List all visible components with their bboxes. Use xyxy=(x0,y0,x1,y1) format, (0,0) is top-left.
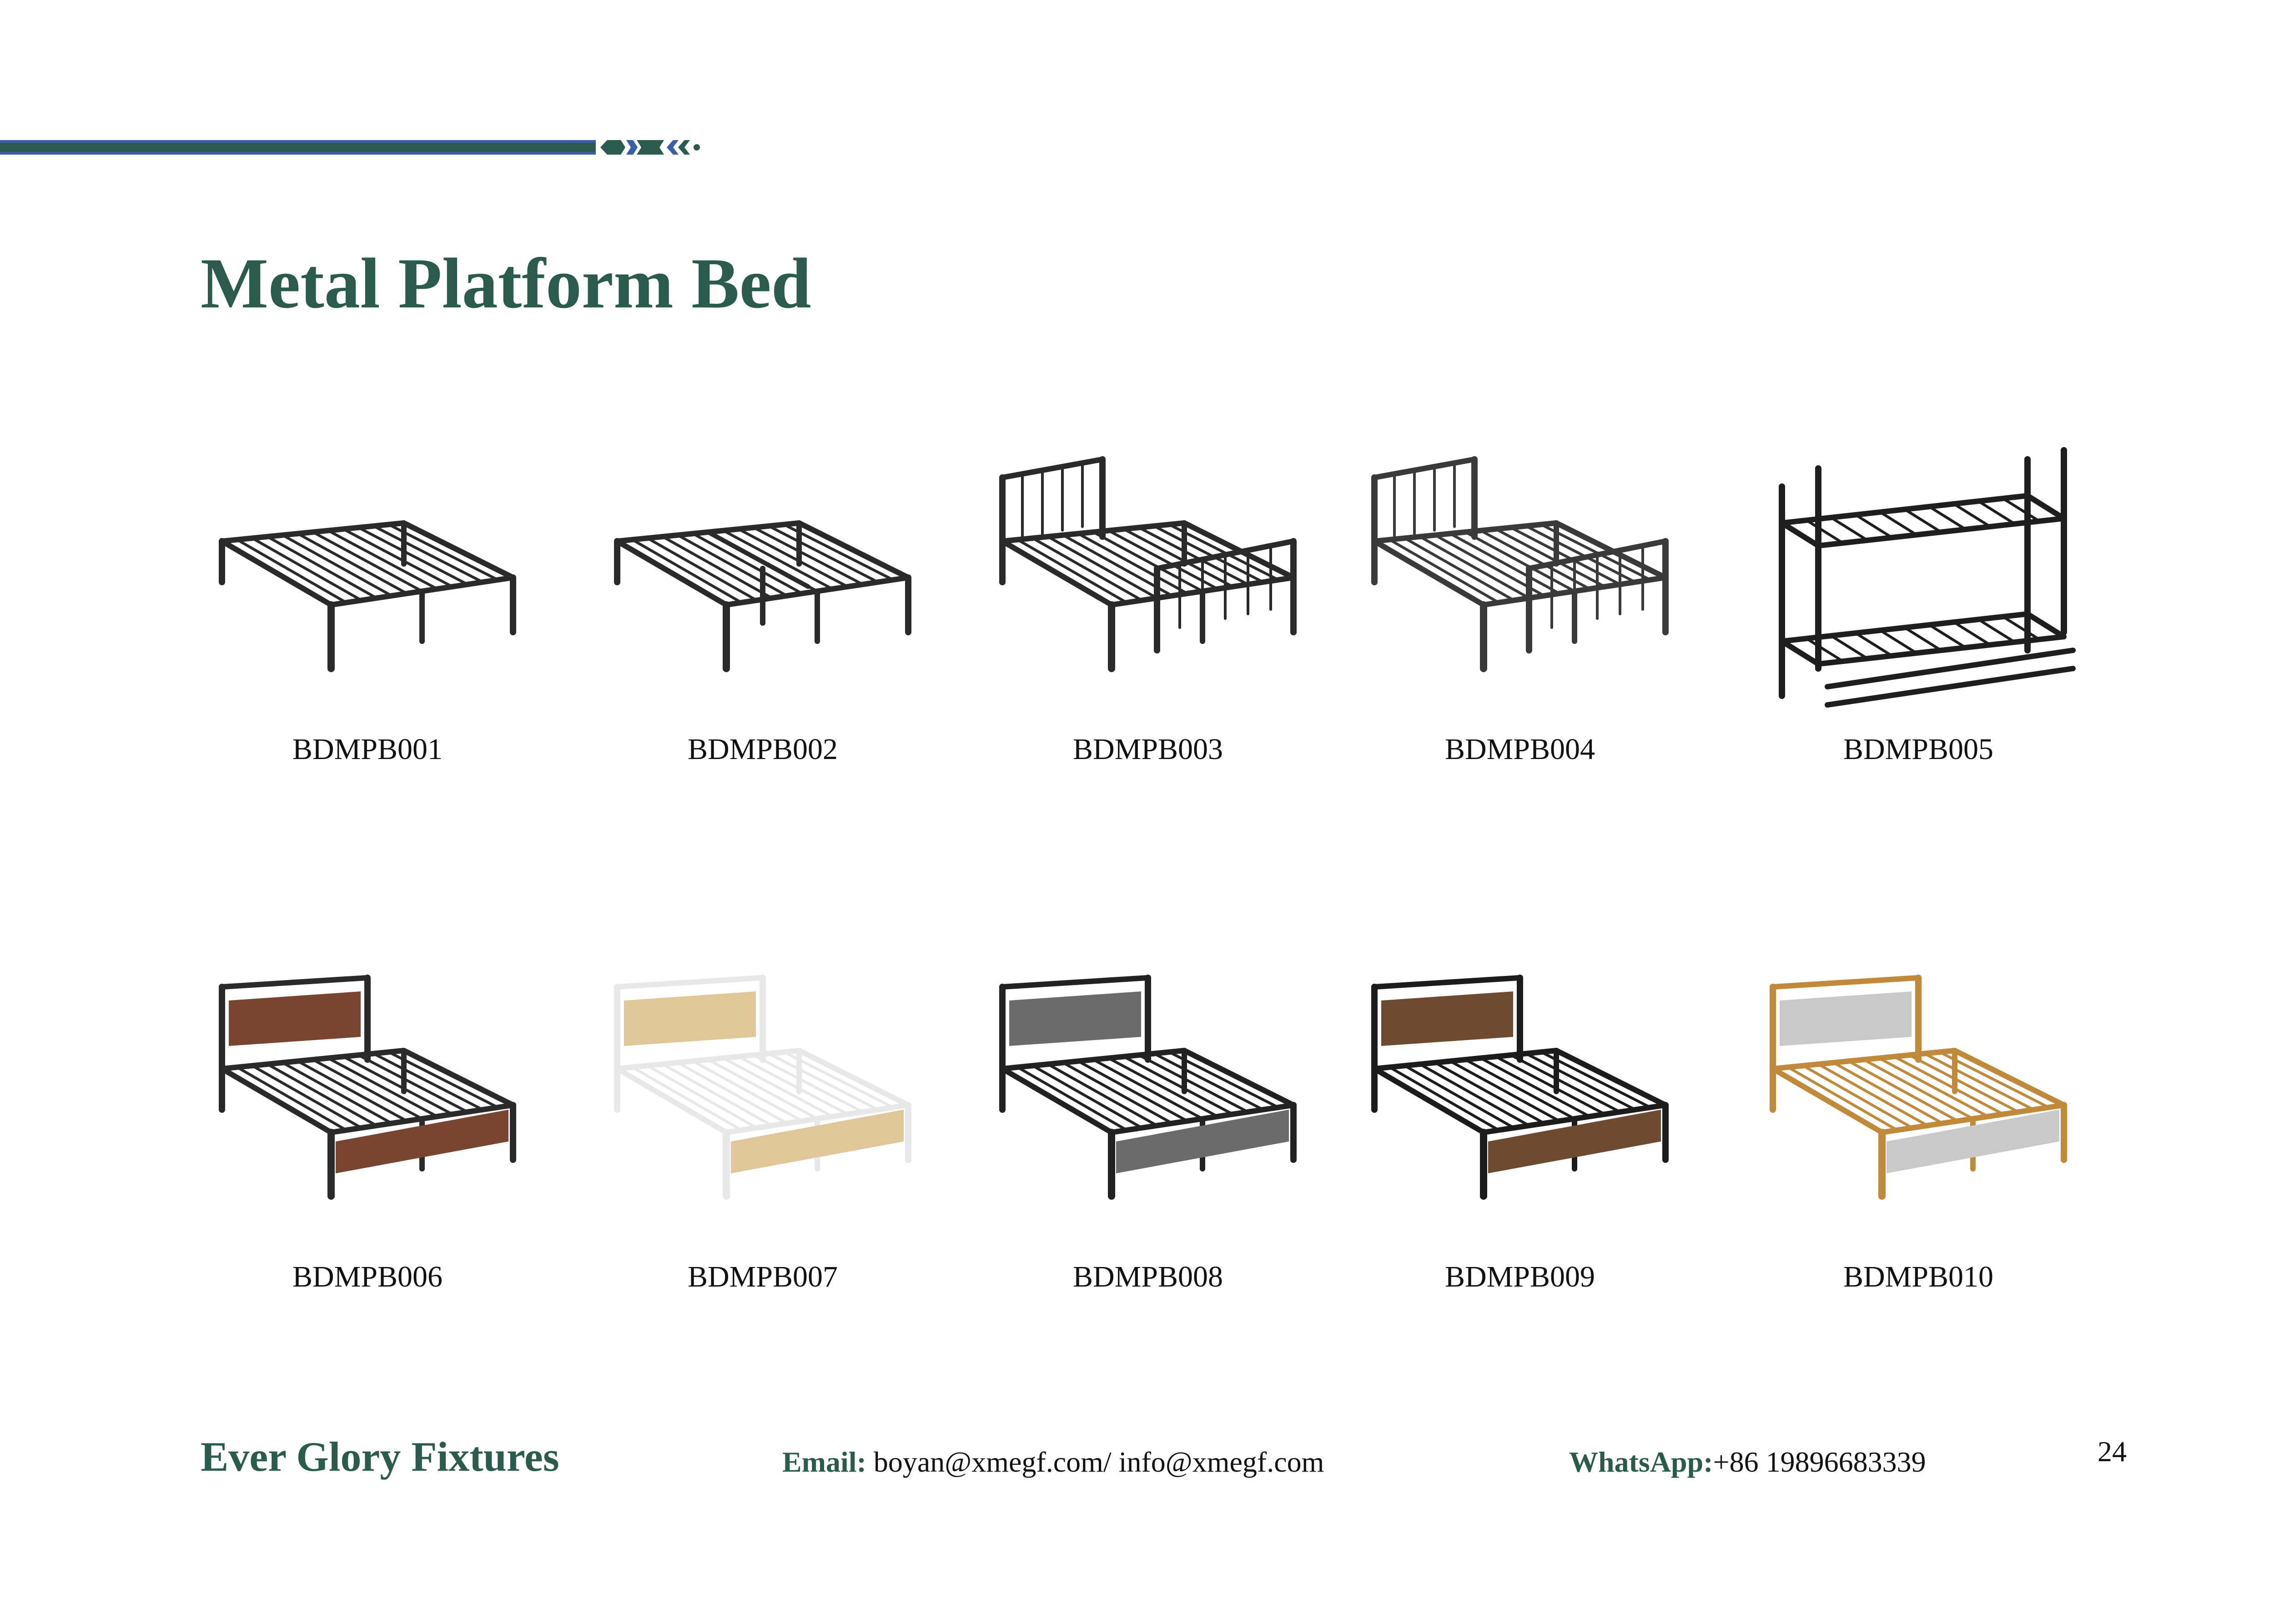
product-item: BDMPB004 xyxy=(1338,432,1702,767)
bed-image xyxy=(1371,456,1669,672)
product-item: BDMPB003 xyxy=(966,432,1330,767)
product-code: BDMPB010 xyxy=(1843,1260,1994,1293)
email-value: boyan@xmegf.com/ info@xmegf.com xyxy=(866,1446,1324,1478)
whatsapp-value: +86 19896683339 xyxy=(1713,1446,1926,1478)
product-item: BDMPB009 xyxy=(1338,960,1702,1294)
product-code: BDMPB005 xyxy=(1843,733,1994,766)
product-code: BDMPB007 xyxy=(687,1260,838,1293)
footer-whatsapp: WhatsApp:+86 19896683339 xyxy=(1569,1445,1926,1479)
email-label: Email: xyxy=(782,1446,866,1478)
bed-image xyxy=(614,520,911,672)
page-title: Metal Platform Bed xyxy=(201,244,811,323)
product-item: BDMPB010 xyxy=(1736,960,2100,1294)
footer-brand: Ever Glory Fixtures xyxy=(201,1433,559,1480)
product-item: BDMPB008 xyxy=(966,960,1330,1294)
product-code: BDMPB006 xyxy=(292,1260,443,1293)
product-item: BDMPB007 xyxy=(581,960,945,1294)
whatsapp-label: WhatsApp: xyxy=(1569,1446,1713,1478)
product-code: BDMPB009 xyxy=(1444,1260,1595,1293)
product-code: BDMPB003 xyxy=(1072,733,1223,766)
bed-image xyxy=(219,975,516,1200)
product-code: BDMPB004 xyxy=(1444,733,1595,766)
product-item: BDMPB005 xyxy=(1736,432,2100,767)
page-number: 24 xyxy=(2098,1435,2127,1468)
product-item: BDMPB002 xyxy=(581,432,945,767)
bed-image xyxy=(1371,975,1669,1200)
product-item: BDMPB006 xyxy=(186,960,549,1294)
product-code: BDMPB002 xyxy=(687,733,838,766)
product-code: BDMPB001 xyxy=(292,733,443,766)
footer-email: Email: boyan@xmegf.com/ info@xmegf.com xyxy=(782,1445,1324,1479)
bed-image xyxy=(999,456,1297,672)
bed-image xyxy=(219,520,516,672)
product-code: BDMPB008 xyxy=(1072,1260,1223,1293)
bed-image xyxy=(1779,447,2076,708)
bed-image xyxy=(1770,975,2067,1200)
bed-image xyxy=(999,975,1297,1200)
header-decoration-bar xyxy=(0,140,700,155)
product-item: BDMPB001 xyxy=(186,432,549,767)
bed-image xyxy=(614,975,911,1200)
